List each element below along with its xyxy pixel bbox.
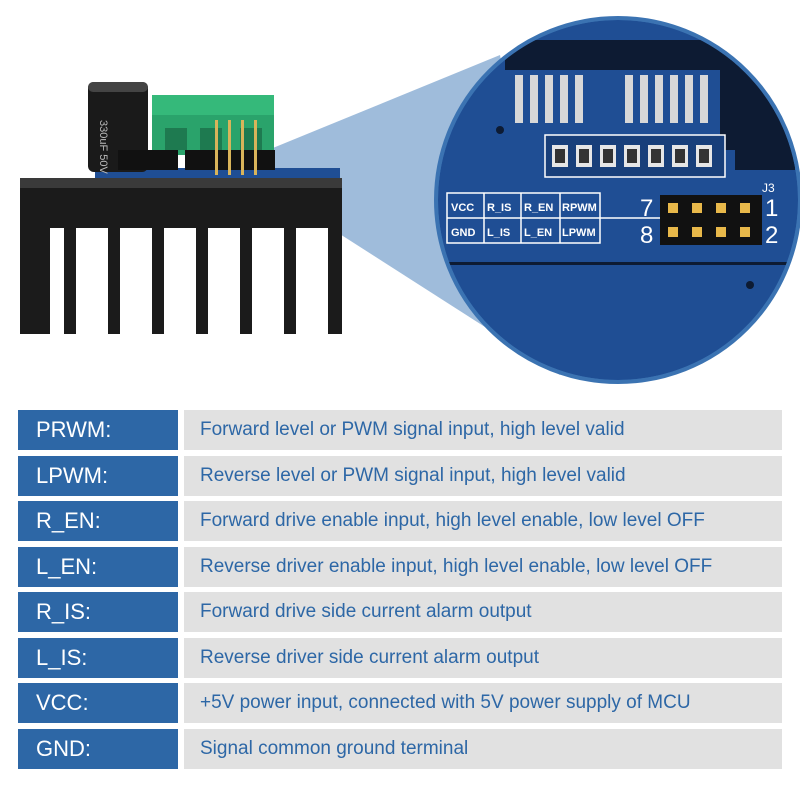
board-header bbox=[118, 120, 275, 175]
silk-label-r-en: R_EN bbox=[524, 202, 553, 214]
table-row: R_IS: Forward drive side current alarm o… bbox=[18, 592, 782, 632]
pin-number-2: 2 bbox=[765, 222, 778, 249]
pin-number-7: 7 bbox=[640, 195, 653, 222]
silk-label-r-is: R_IS bbox=[487, 202, 511, 214]
silk-label-lpwm: LPWM bbox=[562, 227, 596, 239]
module-illustration: 330uF 50V bbox=[20, 16, 800, 384]
silk-label-gnd: GND bbox=[451, 227, 476, 239]
table-row: VCC: +5V power input, connected with 5V … bbox=[18, 683, 782, 723]
capacitor-label: 330uF 50V bbox=[97, 120, 109, 174]
pin-description: Forward level or PWM signal input, high … bbox=[184, 410, 782, 450]
pin-description: Signal common ground terminal bbox=[184, 728, 782, 769]
pin-number-8: 8 bbox=[640, 222, 653, 249]
heatsink bbox=[20, 178, 342, 334]
silk-label-vcc: VCC bbox=[451, 202, 474, 214]
pin-number-1: 1 bbox=[765, 195, 778, 222]
table-row: R_EN: Forward drive enable input, high l… bbox=[18, 501, 782, 541]
pin-label: L_EN: bbox=[18, 546, 178, 587]
pin-label: VCC: bbox=[18, 683, 178, 723]
pin-description: Forward drive side current alarm output bbox=[184, 592, 782, 632]
table-row: GND: Signal common ground terminal bbox=[18, 728, 782, 769]
pin-header bbox=[660, 195, 762, 245]
pin-label: R_IS: bbox=[18, 592, 178, 632]
silk-label-rpwm: RPWM bbox=[562, 202, 597, 214]
pin-description: +5V power input, connected with 5V power… bbox=[184, 683, 782, 723]
silk-label-l-is: L_IS bbox=[487, 227, 510, 239]
silk-label-l-en: L_EN bbox=[524, 227, 552, 239]
pin-label: GND: bbox=[18, 728, 178, 769]
zoom-circle: VCC R_IS R_EN RPWM GND L_IS L_EN LPWM 7 … bbox=[434, 16, 800, 384]
table-row: L_IS: Reverse driver side current alarm … bbox=[18, 637, 782, 678]
pin-label: R_EN: bbox=[18, 501, 178, 541]
pin-table: PRWM: Forward level or PWM signal input,… bbox=[18, 410, 782, 774]
capacitor: 330uF 50V bbox=[88, 82, 148, 174]
pin-description: Reverse driver side current alarm output bbox=[184, 637, 782, 678]
table-row: LPWM: Reverse level or PWM signal input,… bbox=[18, 455, 782, 496]
pin-label: L_IS: bbox=[18, 637, 178, 678]
pin-label: LPWM: bbox=[18, 455, 178, 496]
pin-description: Reverse level or PWM signal input, high … bbox=[184, 455, 782, 496]
table-row: PRWM: Forward level or PWM signal input,… bbox=[18, 410, 782, 450]
header-ref-label: J3 bbox=[762, 181, 775, 195]
table-row: L_EN: Reverse driver enable input, high … bbox=[18, 546, 782, 587]
pin-label: PRWM: bbox=[18, 410, 178, 450]
pin-description: Reverse driver enable input, high level … bbox=[184, 546, 782, 587]
terminal-block bbox=[152, 95, 274, 155]
pin-description: Forward drive enable input, high level e… bbox=[184, 501, 782, 541]
